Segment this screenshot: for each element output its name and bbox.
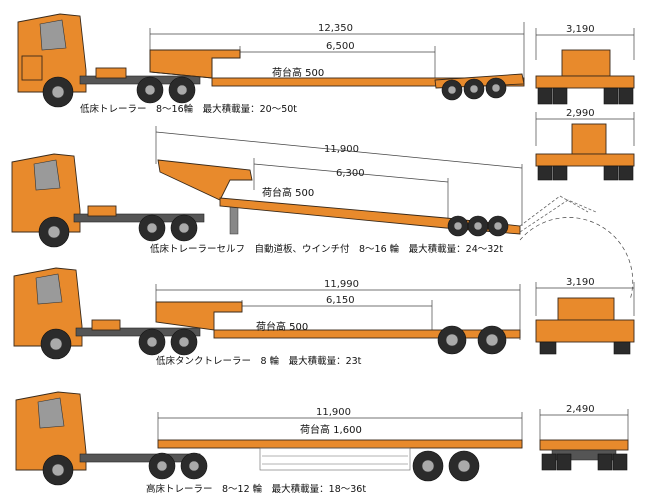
rear-width-label: 3,190 bbox=[566, 277, 595, 288]
trailer-wheels bbox=[441, 77, 507, 101]
trailer-row-4: 11,900 荷台高 1,600 高床トレーラー 8〜12 輪 最大積載量：18… bbox=[15, 391, 629, 495]
tractor-wheels bbox=[40, 328, 198, 360]
deck-height-label: 荷台高 500 bbox=[262, 186, 314, 199]
rear-width-label: 3,190 bbox=[566, 24, 595, 35]
overall-length-label: 11,900 bbox=[316, 407, 351, 418]
tractor-wheels bbox=[42, 452, 208, 486]
trailer-body bbox=[155, 301, 521, 339]
deck-height-label: 荷台高 500 bbox=[256, 320, 308, 333]
rear-view: 3,190 bbox=[535, 24, 635, 105]
deck-height-label: 荷台高 500 bbox=[272, 66, 324, 79]
tractor-truck bbox=[13, 267, 201, 347]
inner-length-label: 6,500 bbox=[326, 41, 355, 52]
trailer-row-1: 12,350 6,500 荷台高 500 bbox=[17, 13, 635, 115]
rear-width-label: 2,490 bbox=[566, 404, 595, 415]
row-caption: 高床トレーラー 8〜12 輪 最大積載量：18〜36t bbox=[146, 483, 366, 495]
overall-length-label: 11,900 bbox=[324, 144, 359, 155]
overall-length-label: 12,350 bbox=[318, 23, 353, 34]
inner-length-label: 6,150 bbox=[326, 295, 355, 306]
trailer-body bbox=[157, 439, 523, 471]
inner-length-label: 6,300 bbox=[336, 168, 365, 179]
deck-height-label: 荷台高 1,600 bbox=[300, 423, 362, 436]
trailer-wheels bbox=[437, 325, 507, 355]
overall-length-label: 11,990 bbox=[324, 279, 359, 290]
tractor-wheels bbox=[38, 214, 198, 248]
trailer-wheels bbox=[412, 450, 480, 482]
rear-view: 3,190 bbox=[535, 277, 635, 355]
tractor-truck bbox=[11, 153, 239, 235]
rear-width-label: 2,990 bbox=[566, 108, 595, 119]
rear-view: 2,990 bbox=[535, 108, 635, 181]
row-caption: 低床タンクトレーラー 8 輪 最大積載量：23t bbox=[156, 355, 362, 367]
trailer-body bbox=[157, 159, 597, 235]
trailer-row-3: 11,990 6,150 荷台高 500 低床タンクトレーラー 8 輪 最大積載… bbox=[13, 217, 635, 367]
row-caption: 低床トレーラーセルフ 自動道板、ウインチ付 8〜16 輪 最大積載量：24〜32… bbox=[150, 243, 503, 255]
tractor-truck bbox=[17, 13, 201, 93]
trailer-row-2: 11,900 6,300 荷台高 500 低床トレーラー bbox=[11, 108, 635, 255]
tractor-truck bbox=[15, 391, 201, 471]
trailer-wheels bbox=[447, 215, 509, 237]
rear-view: 2,490 bbox=[539, 404, 629, 471]
row-caption: 低床トレーラー 8〜16輪 最大積載量：20〜50t bbox=[80, 103, 297, 115]
tractor-wheels bbox=[42, 76, 196, 108]
